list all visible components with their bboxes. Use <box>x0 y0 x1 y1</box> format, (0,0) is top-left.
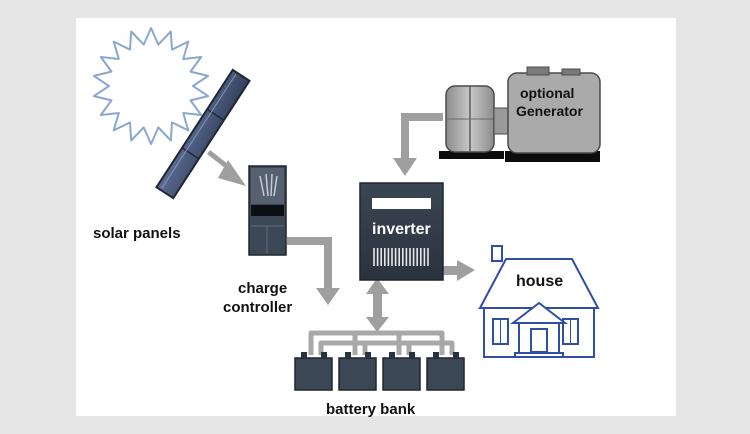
battery-bank-icon <box>294 352 465 391</box>
battery-bus <box>308 330 455 355</box>
charge-controller-label-line2: controller <box>223 299 293 316</box>
battery-icon <box>382 352 421 391</box>
house-label: house <box>516 273 564 290</box>
solar-panel-icon <box>155 68 251 200</box>
generator-label-line2: Generator <box>516 103 583 119</box>
battery-icon <box>338 352 377 391</box>
charge-controller-icon <box>248 165 287 256</box>
battery-icon <box>294 352 333 391</box>
connection-arrows <box>207 113 475 332</box>
generator-label-line1: optional <box>520 85 575 101</box>
charge-controller-label-line1: charge <box>238 280 288 297</box>
inverter-icon <box>359 182 444 281</box>
sun-icon <box>92 27 210 145</box>
solar-panels-label: solar panels <box>93 225 181 242</box>
house-icon <box>478 245 600 358</box>
inverter-label: inverter <box>372 221 431 238</box>
generator-icon <box>439 66 601 162</box>
battery-icon <box>426 352 465 391</box>
battery-bank-label: battery bank <box>326 401 416 418</box>
